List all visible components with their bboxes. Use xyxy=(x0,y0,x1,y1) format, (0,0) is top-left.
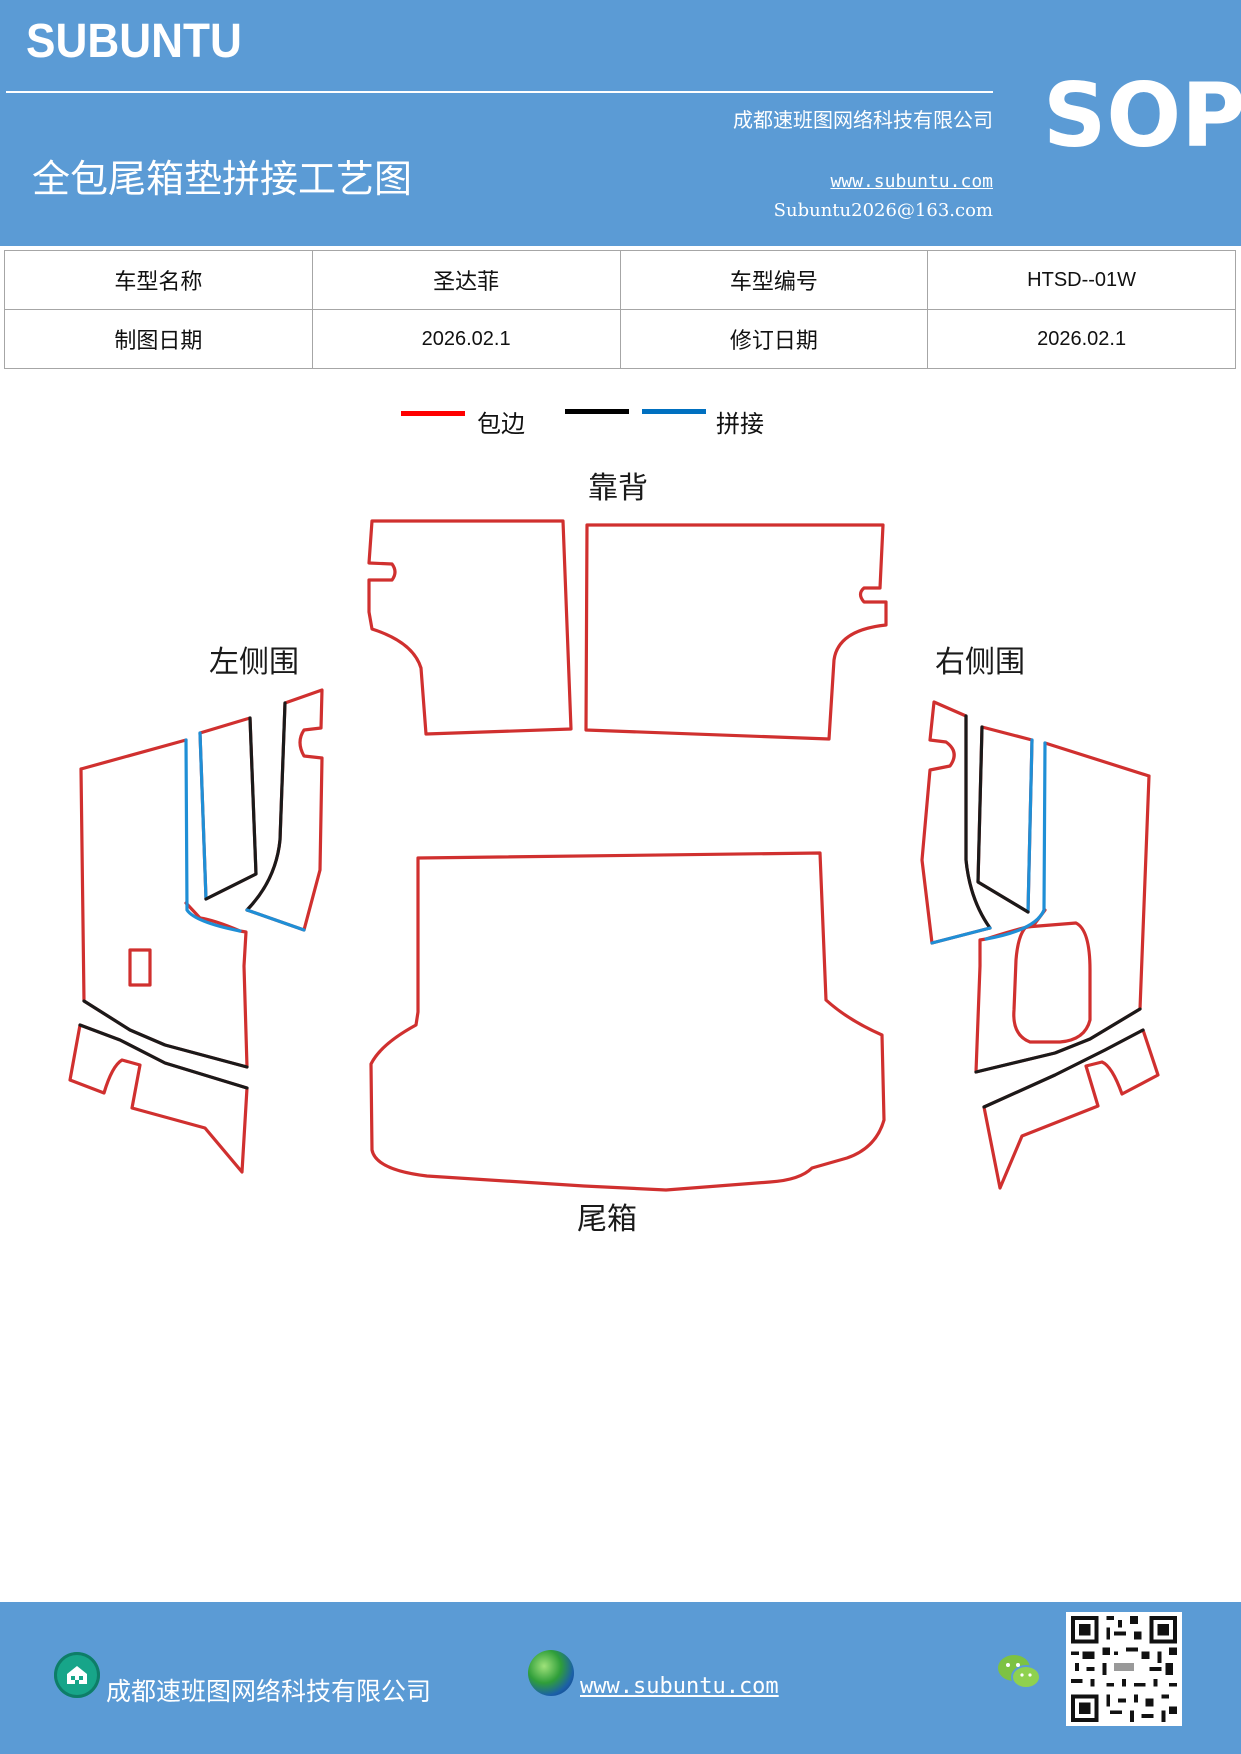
legend: 包边 拼接 xyxy=(0,400,1241,440)
footer-website-link[interactable]: www.subuntu.com xyxy=(580,1674,779,1699)
left-side-strip-a-seam xyxy=(204,716,258,901)
draw-date-label: 制图日期 xyxy=(4,309,313,369)
right-side-window xyxy=(1012,921,1092,1044)
draw-date-value: 2026.02.1 xyxy=(311,309,621,369)
footer: 成都速班图网络科技有限公司 www.subuntu.com xyxy=(0,1602,1241,1754)
right-side-seam-lower xyxy=(974,1007,1145,1109)
company-name: 成都速班图网络科技有限公司 xyxy=(733,108,993,132)
footer-company: 成都速班图网络科技有限公司 xyxy=(106,1677,432,1706)
trunk-panel xyxy=(369,851,886,1192)
right-side-strip-a-splice xyxy=(1026,738,1034,914)
backrest-right-panel xyxy=(584,523,888,741)
legend-label-splice: 拼接 xyxy=(716,410,764,438)
building-icon xyxy=(54,1652,100,1698)
right-side-main xyxy=(974,741,1151,1074)
right-side-strip-b-splice xyxy=(930,926,992,945)
label-left-side: 左侧围 xyxy=(209,645,299,680)
legend-swatch-seam xyxy=(565,409,629,414)
website-link[interactable]: www.subuntu.com xyxy=(830,171,993,192)
model-code-label: 车型编号 xyxy=(619,250,929,310)
backrest-left-panel xyxy=(367,519,573,736)
label-right-side: 右侧围 xyxy=(935,645,1025,680)
right-side-splice-a xyxy=(984,741,1047,941)
qr-code xyxy=(1066,1612,1182,1726)
header-divider xyxy=(6,91,993,93)
table-row: 制图日期 2026.02.1 修订日期 2026.02.1 xyxy=(4,309,1236,369)
left-side-strip-b-seam xyxy=(245,701,287,912)
left-side-strip-a-splice xyxy=(198,731,208,901)
wechat-icon xyxy=(996,1652,1042,1692)
label-backrest: 靠背 xyxy=(588,471,648,506)
legend-swatch-splice xyxy=(642,409,706,414)
label-trunk: 尾箱 xyxy=(577,1202,637,1237)
revise-date-label: 修订日期 xyxy=(619,309,929,369)
header: SUBUNTU 成都速班图网络科技有限公司 全包尾箱垫拼接工艺图 www.sub… xyxy=(0,0,1241,246)
email-address: Subuntu2026@163.com xyxy=(773,200,993,221)
legend-label-edge: 包边 xyxy=(477,410,525,438)
mat-diagram: 靠背 左侧围 右侧围 尾箱 xyxy=(68,471,1160,1237)
brand-logo: SUBUNTU xyxy=(26,15,242,68)
right-side-strip-a-seam xyxy=(976,725,1030,914)
left-side-strip-b-splice xyxy=(245,908,306,932)
left-side-lower xyxy=(68,1023,249,1174)
right-side-strip-a xyxy=(976,725,1034,914)
left-side-splice-a xyxy=(184,738,242,933)
right-side-strip-b-seam xyxy=(964,714,992,930)
globe-icon xyxy=(528,1650,574,1696)
model-code-value: HTSD--01W xyxy=(927,250,1236,310)
info-table: 车型名称 圣达菲 车型编号 HTSD--01W 制图日期 2026.02.1 修… xyxy=(4,250,1236,369)
left-side-strip-a xyxy=(198,716,258,901)
left-side-main xyxy=(79,738,249,1069)
right-side-lower xyxy=(982,1028,1160,1190)
model-name-label: 车型名称 xyxy=(4,250,313,310)
document-title: 全包尾箱垫拼接工艺图 xyxy=(32,157,413,201)
table-row: 车型名称 圣达菲 车型编号 HTSD--01W xyxy=(4,250,1236,310)
left-side-seam-lower xyxy=(78,999,249,1090)
left-side-window xyxy=(128,948,152,987)
model-name-value: 圣达菲 xyxy=(311,250,621,310)
legend-swatch-edge xyxy=(401,411,465,416)
sop-badge: SOP xyxy=(1043,64,1241,167)
revise-date-value: 2026.02.1 xyxy=(927,309,1236,369)
